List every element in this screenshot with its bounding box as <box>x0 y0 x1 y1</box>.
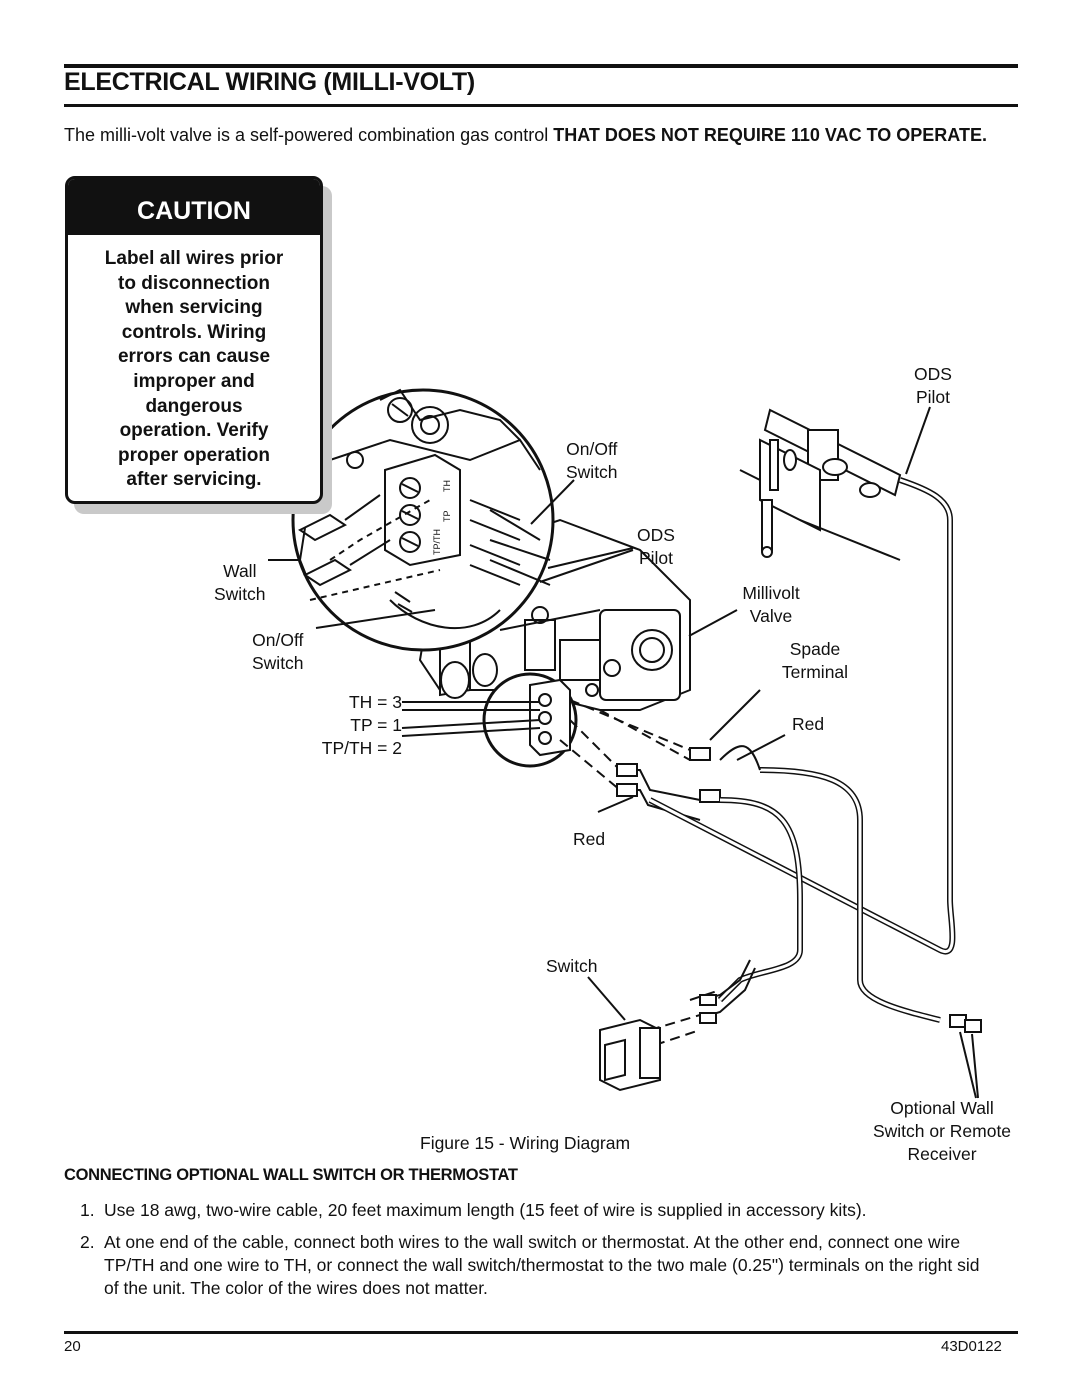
page-title: ELECTRICAL WIRING (MILLI-VOLT) <box>64 68 475 96</box>
step-1: 1. Use 18 awg, two-wire cable, 20 feet ma… <box>80 1199 867 1222</box>
caution-heading: CAUTION <box>68 179 320 235</box>
header-top-rule <box>64 64 1018 68</box>
step-2-text-line1: At one end of the cable, connect both wi… <box>104 1232 961 1252</box>
page-number: 20 <box>64 1338 81 1355</box>
terminal-mark-tpth: TP/TH <box>432 529 442 555</box>
label-th: TH = 3 <box>348 692 402 712</box>
step-2: 2. At one end of the cable, connect both … <box>80 1231 979 1300</box>
terminal-mark-tp: TP <box>442 510 452 522</box>
label-spade-terminal: Spade Terminal <box>781 639 849 682</box>
intro-emphasis: THAT DOES NOT REQUIRE 110 VAC TO OPERATE… <box>553 125 987 145</box>
terminal-zoom-circle <box>291 388 555 652</box>
terminal-mark-th: TH <box>442 480 452 492</box>
label-ods-pilot-right: ODS Pilot <box>914 364 952 407</box>
label-red-right: Red <box>792 714 825 734</box>
caution-text: Label all wires prior to disconnection w… <box>104 248 284 491</box>
label-wall-switch: Wall Switch <box>214 561 266 604</box>
label-millivolt-valve: Millivolt Valve <box>742 583 800 626</box>
small-terminal-circle <box>401 672 578 768</box>
label-ods-pilot-mid: ODS Pilot <box>637 525 675 568</box>
step-2-number: 2. <box>80 1232 95 1252</box>
step-2-text-line3: of the unit. The color of the wires does… <box>104 1278 488 1298</box>
step-1-text: Use 18 awg, two-wire cable, 20 feet maxi… <box>104 1200 867 1220</box>
millivolt-valve-drawing <box>418 518 691 711</box>
label-red-bottom: Red <box>573 829 606 849</box>
step-2-text-line2: TP/TH and one wire to TH, or connect the… <box>104 1255 980 1275</box>
label-tpth: TP/TH = 2 <box>321 738 402 758</box>
label-onoff-switch-top: On/Off Switch <box>566 439 618 482</box>
label-tp: TP = 1 <box>350 715 402 735</box>
document-id: 43D0122 <box>941 1338 1002 1355</box>
step-1-number: 1. <box>80 1200 95 1220</box>
intro-text: The milli-volt valve is a self-powered c… <box>64 125 554 145</box>
header-bottom-rule <box>64 104 1018 107</box>
rocker-switch-drawing <box>599 959 756 1092</box>
intro-paragraph: The milli-volt valve is a self-powered c… <box>64 124 1018 146</box>
footer-rule <box>64 1331 1018 1334</box>
label-switch: Switch <box>546 956 598 976</box>
figure-caption: Figure 15 - Wiring Diagram <box>420 1133 631 1153</box>
caution-box: CAUTION Label all wires prior to disconn… <box>65 176 323 504</box>
label-onoff-switch-left: On/Off Switch <box>252 630 304 673</box>
section-heading: CONNECTING OPTIONAL WALL SWITCH OR THERM… <box>64 1166 518 1184</box>
label-optional-receiver: Optional Wall Switch or Remote Receiver <box>872 1098 1012 1164</box>
ods-pilot-drawing <box>739 408 902 561</box>
